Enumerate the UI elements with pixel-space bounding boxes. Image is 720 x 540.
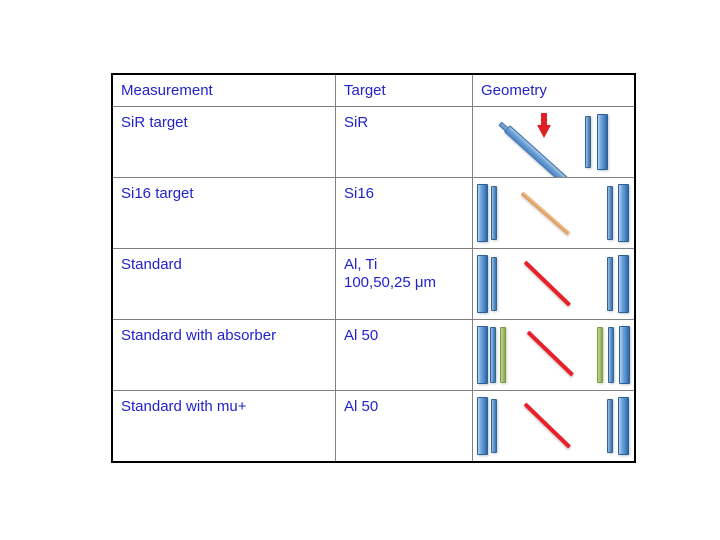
cell-geometry xyxy=(472,177,635,249)
measurement-geometry-table: Measurement Target Geometry SiR target S… xyxy=(111,73,636,463)
detector-thin-bar-left xyxy=(491,186,497,240)
measurement-label: SiR target xyxy=(121,114,188,131)
target-label: Al 50 xyxy=(344,398,379,415)
header-label-measurement: Measurement xyxy=(121,82,213,99)
detector-thin-bar-left xyxy=(491,399,497,453)
cell-measurement: Standard with absorber xyxy=(112,319,336,391)
detector-thin-bar xyxy=(585,116,591,168)
cell-target: Si16 xyxy=(335,177,473,249)
target-diagonal-red-icon xyxy=(526,330,574,377)
detector-wide-bar-left xyxy=(477,326,488,384)
detector-wide-bar-right xyxy=(619,326,630,384)
cell-geometry xyxy=(472,106,635,178)
measurement-label: Standard xyxy=(121,256,182,273)
cell-geometry xyxy=(472,390,635,462)
table-row: Standard with absorber Al 50 xyxy=(112,319,635,391)
table-row: Standard Al, Ti 100,50,25 μm xyxy=(112,248,635,320)
geometry-standard-with-mu-plus xyxy=(473,391,634,461)
cell-measurement: Standard xyxy=(112,248,336,320)
cell-target: Al 50 xyxy=(335,319,473,391)
cell-target: Al, Ti 100,50,25 μm xyxy=(335,248,473,320)
target-label: Al, Ti 100,50,25 μm xyxy=(344,256,437,292)
detector-thin-bar-right xyxy=(607,257,613,311)
detector-thin-bar-right xyxy=(607,399,613,453)
measurement-label: Si16 target xyxy=(121,185,194,202)
header-cell-target: Target xyxy=(335,74,473,107)
geometry-si16-target xyxy=(473,178,634,248)
detector-wide-bar xyxy=(597,114,608,170)
table-row: Standard with mu+ Al 50 xyxy=(112,390,635,462)
detector-wide-bar-left xyxy=(477,255,488,313)
absorber-bar-right xyxy=(597,327,603,383)
target-diagonal-orange-icon xyxy=(520,191,571,236)
header-cell-measurement: Measurement xyxy=(112,74,336,107)
geometry-standard xyxy=(473,249,634,319)
cell-measurement: SiR target xyxy=(112,106,336,178)
target-diagonal-red-icon xyxy=(523,260,571,307)
cell-target: Al 50 xyxy=(335,390,473,462)
detector-thin-bar-right xyxy=(608,327,614,383)
table-row: Si16 target Si16 xyxy=(112,177,635,249)
target-label: Si16 xyxy=(344,185,375,202)
cell-geometry xyxy=(472,319,635,391)
detector-wide-bar-right xyxy=(618,184,629,242)
detector-thin-bar-left xyxy=(490,327,496,383)
table-row: SiR target SiR xyxy=(112,106,635,178)
header-cell-geometry: Geometry xyxy=(472,74,635,107)
detector-wide-bar-right xyxy=(618,255,629,313)
geometry-sir-target xyxy=(473,107,634,177)
detector-wide-bar-left xyxy=(477,184,488,242)
absorber-bar-left xyxy=(500,327,506,383)
cell-target: SiR xyxy=(335,106,473,178)
measurement-label: Standard with mu+ xyxy=(121,398,247,415)
target-label: Al 50 xyxy=(344,327,379,344)
detector-thin-bar-right xyxy=(607,186,613,240)
geometry-standard-with-absorber xyxy=(473,320,634,390)
header-label-target: Target xyxy=(344,82,386,99)
table-header-row: Measurement Target Geometry xyxy=(112,74,635,107)
detector-wide-bar-right xyxy=(618,397,629,455)
cell-geometry xyxy=(472,248,635,320)
target-diagonal-red-icon xyxy=(523,402,571,449)
target-label: SiR xyxy=(344,114,369,131)
cell-measurement: Si16 target xyxy=(112,177,336,249)
detector-thin-bar-left xyxy=(491,257,497,311)
detector-wide-bar-left xyxy=(477,397,488,455)
cell-measurement: Standard with mu+ xyxy=(112,390,336,462)
beam-arrow-icon xyxy=(536,113,552,139)
measurement-label: Standard with absorber xyxy=(121,327,277,344)
header-label-geometry: Geometry xyxy=(481,82,547,99)
